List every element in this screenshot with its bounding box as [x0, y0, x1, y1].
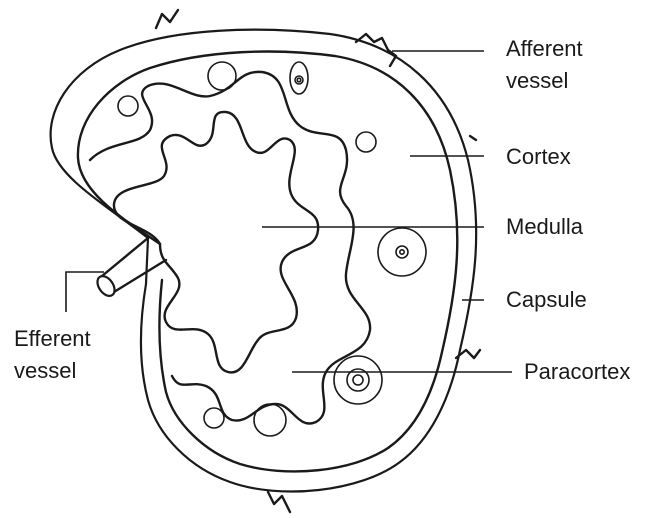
- label-capsule: Capsule: [506, 287, 587, 312]
- capsule: [51, 30, 477, 492]
- label-afferent-2: vessel: [506, 68, 568, 93]
- label-afferent-1: Afferent: [506, 36, 583, 61]
- label-efferent-2: vessel: [14, 358, 76, 383]
- label-paracortex: Paracortex: [524, 359, 630, 384]
- label-medulla: Medulla: [506, 214, 584, 239]
- label-cortex: Cortex: [506, 144, 571, 169]
- label-efferent-1: Efferent: [14, 326, 91, 351]
